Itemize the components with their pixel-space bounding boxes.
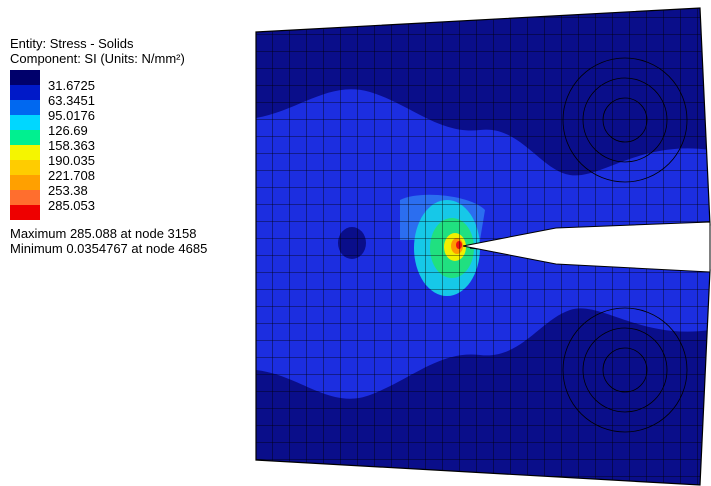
legend-level: 158.363 [48, 138, 95, 153]
legend-swatch-3 [10, 115, 40, 130]
legend-swatch-7 [10, 175, 40, 190]
legend-swatch-0 [10, 70, 40, 85]
legend-level-labels: 31.6725 63.3451 95.0176 126.69 158.363 1… [48, 78, 95, 213]
legend-swatch-6 [10, 160, 40, 175]
legend-swatch-9 [10, 205, 40, 220]
extreme-values: Maximum 285.088 at node 3158 Minimum 0.0… [10, 226, 207, 256]
maximum-label: Maximum 285.088 at node 3158 [10, 226, 197, 241]
legend-color-bar [10, 70, 40, 220]
legend-level: 95.0176 [48, 108, 95, 123]
legend-level: 31.6725 [48, 78, 95, 93]
legend-swatch-2 [10, 100, 40, 115]
component-label: Component: SI (Units: N/mm²) [10, 51, 185, 66]
legend-level: 190.035 [48, 153, 95, 168]
crack-notch [462, 221, 711, 273]
entity-label: Entity: Stress - Solids [10, 36, 134, 51]
minimum-label: Minimum 0.0354767 at node 4685 [10, 241, 208, 256]
legend-swatch-8 [10, 190, 40, 205]
legend-level: 63.3451 [48, 93, 95, 108]
legend-swatch-1 [10, 85, 40, 100]
legend-level: 126.69 [48, 123, 88, 138]
contour-legend: Entity: Stress - Solids Component: SI (U… [10, 36, 255, 256]
legend-swatch-4 [10, 130, 40, 145]
legend-level: 221.708 [48, 168, 95, 183]
legend-swatch-5 [10, 145, 40, 160]
legend-level: 253.38 [48, 183, 88, 198]
legend-level: 285.053 [48, 198, 95, 213]
